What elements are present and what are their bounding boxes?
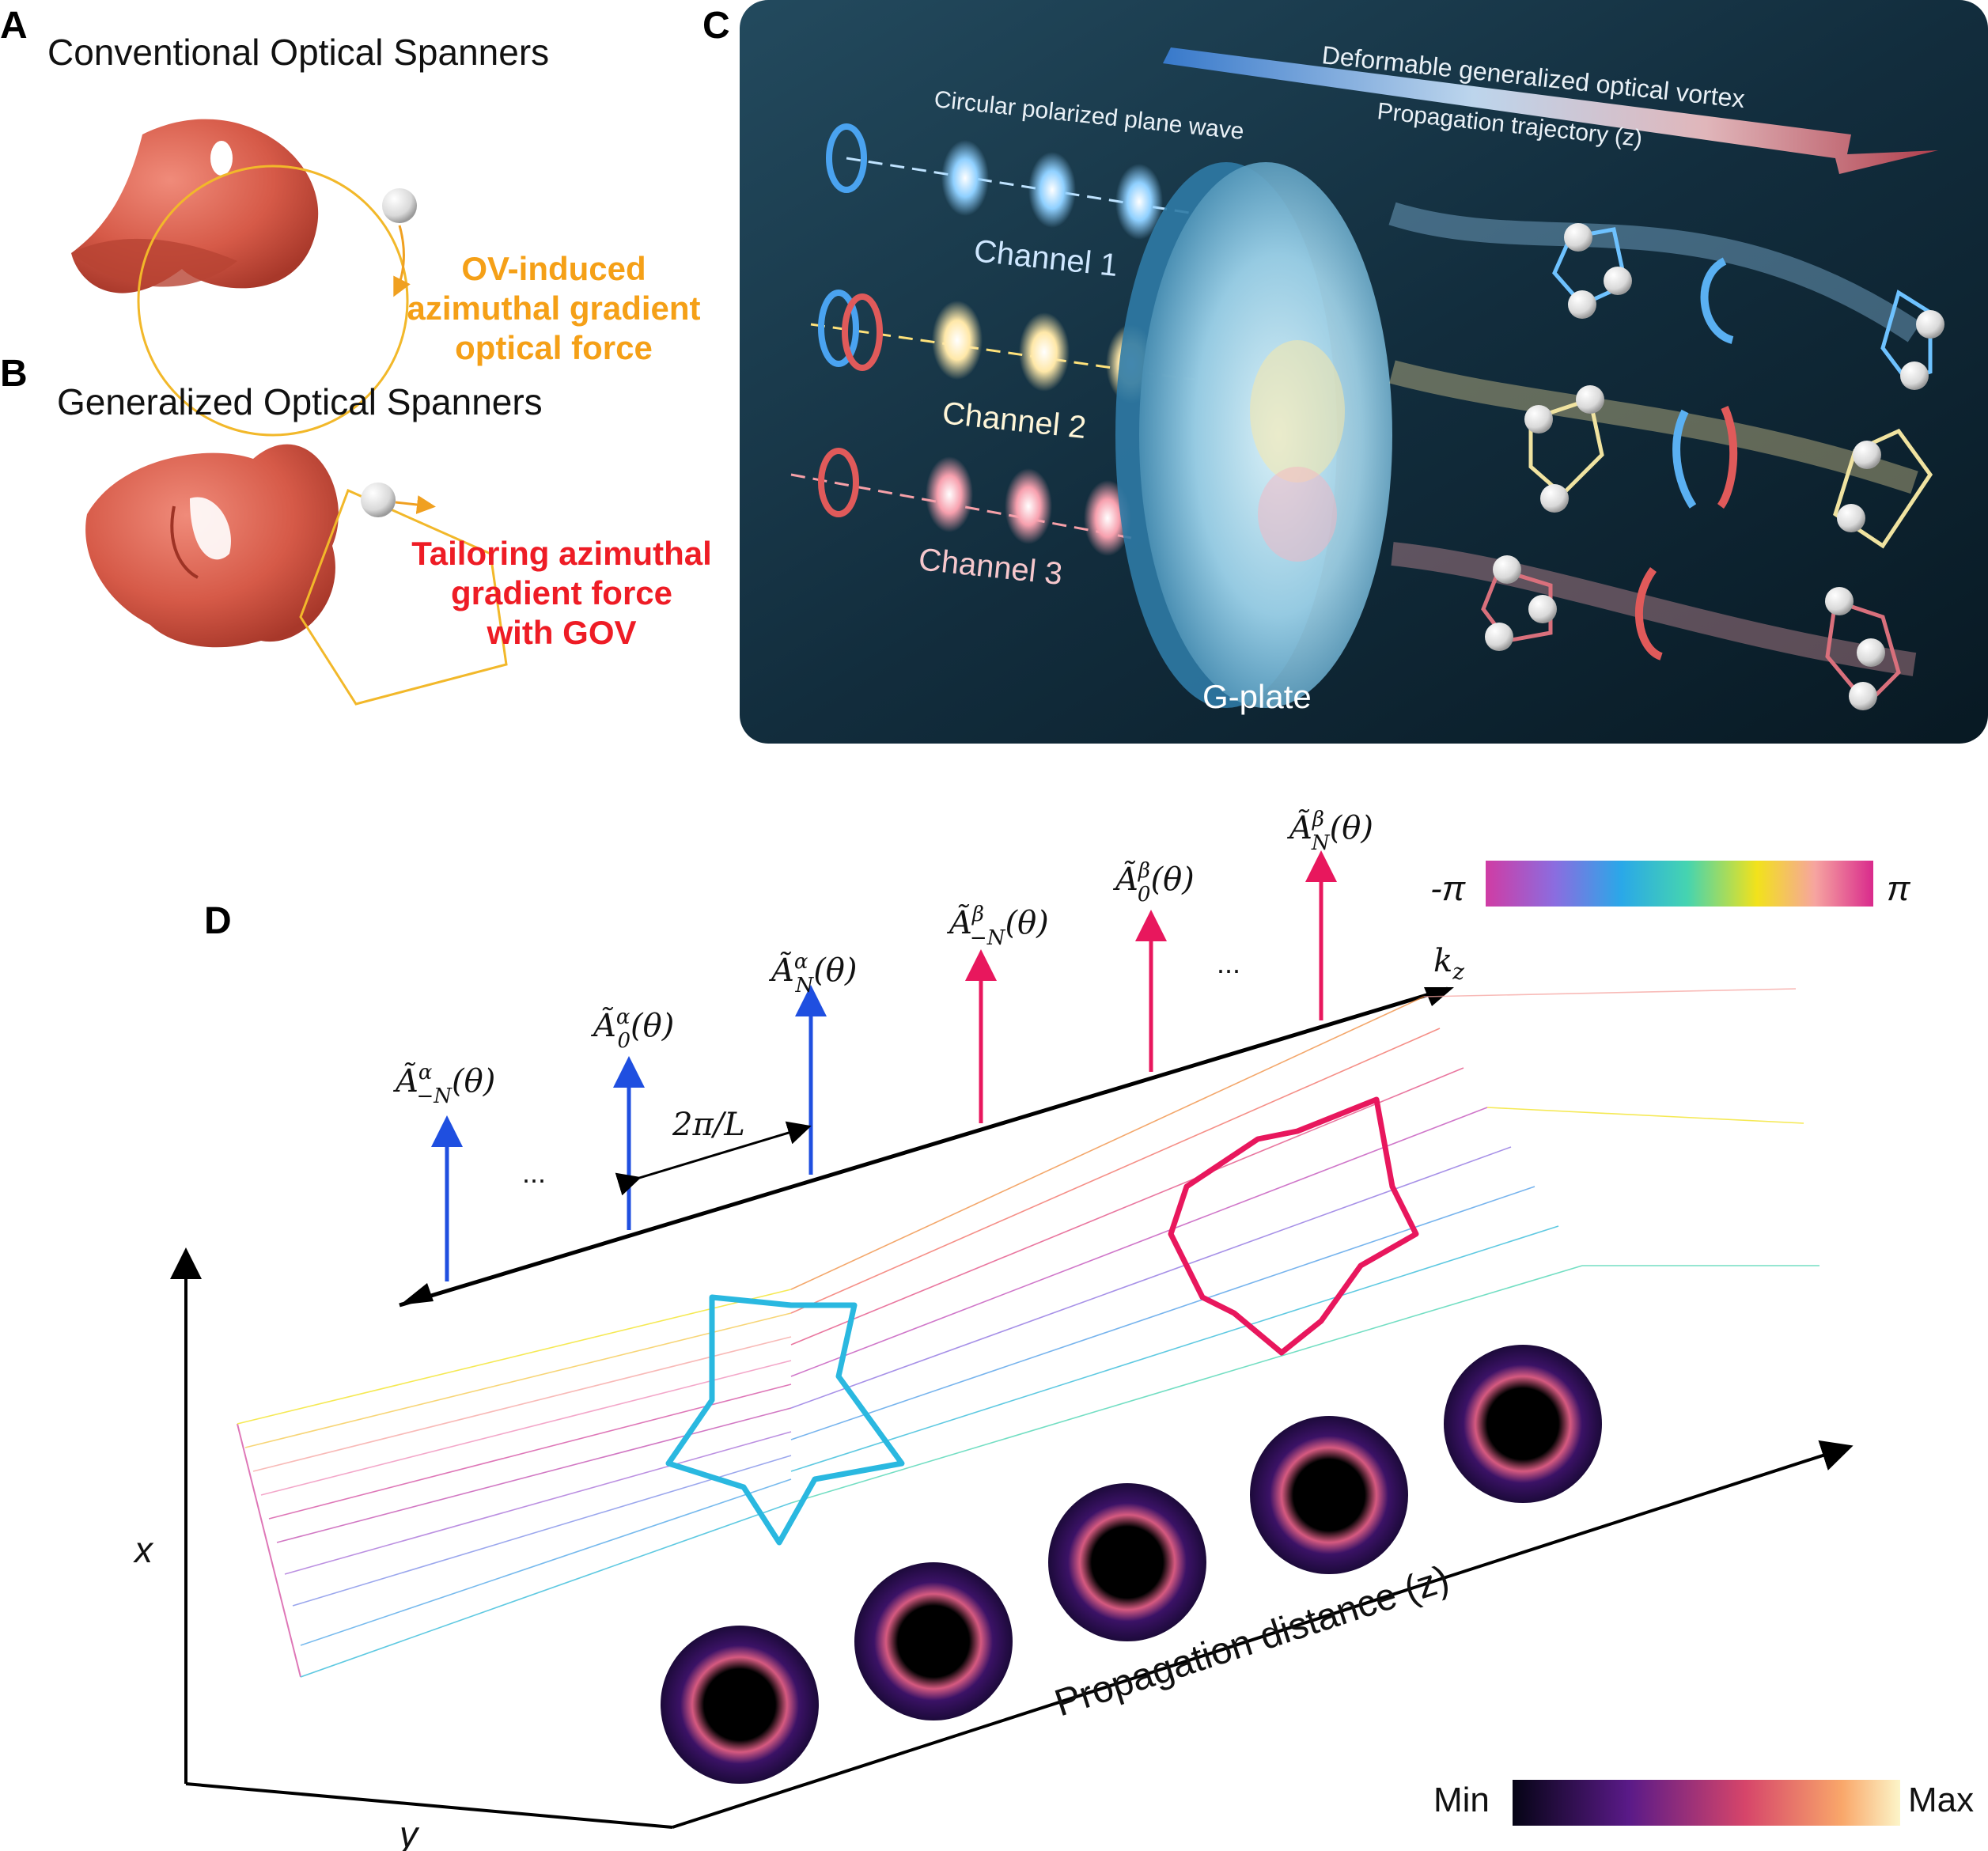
gov-orbit-path: [299, 488, 508, 706]
channel-1-beam: [826, 123, 1195, 240]
intensity-disk-5: [1444, 1345, 1602, 1503]
intensity-disk-3: [1048, 1483, 1206, 1641]
panel-b: B Generalized Optical Spanners Tailoring…: [0, 353, 712, 706]
panel-b-caption-line2: gradient force: [451, 574, 672, 611]
g-plate: [1115, 162, 1392, 708]
panel-a-title: Conventional Optical Spanners: [47, 32, 549, 73]
force-arrow: [395, 495, 436, 514]
panel-a: A Conventional Optical Spanners OV-induc…: [0, 5, 701, 437]
spectral-arrows: [431, 850, 1337, 1281]
spectral-label-1: Ãα−N(θ): [392, 1061, 495, 1108]
channel-3-beam: [790, 448, 1132, 556]
beam-surface: [237, 988, 1819, 1678]
particle-sphere: [361, 483, 396, 517]
intensity-profiles: [661, 1345, 1602, 1784]
panel-b-title: Generalized Optical Spanners: [57, 381, 543, 422]
panel-a-letter: A: [0, 5, 28, 47]
ov-orbit-ring: [137, 165, 409, 437]
panel-b-caption-line3: with GOV: [487, 614, 637, 651]
panel-a-caption-line3: optical force: [455, 329, 653, 366]
star-cross-section-cyan: [665, 1294, 905, 1546]
panel-c-letter: C: [702, 5, 730, 47]
propagation-arrow: [1163, 47, 1938, 174]
intensity-bar-max: Max: [1908, 1781, 1974, 1819]
spacing-label: 2π/L: [672, 1107, 745, 1143]
output-beam-3: [1391, 542, 1917, 710]
ellipsis-left: ...: [522, 1156, 546, 1189]
kz-label: kz: [1433, 943, 1464, 985]
output-beam-1: [1388, 202, 1944, 390]
panel-c: C Deformable generalized optical vortex …: [702, 0, 1988, 744]
spacing-arrow: [615, 1121, 812, 1196]
panel-b-caption-line1: Tailoring azimuthal: [411, 535, 712, 572]
panel-d-letter: D: [204, 900, 232, 942]
force-arrow: [393, 225, 411, 297]
particle-sphere: [382, 188, 417, 223]
spectral-label-4: Ãβ−N(θ): [946, 903, 1049, 950]
phase-bar-max: π: [1887, 869, 1911, 908]
kz-axis-line: [399, 986, 1448, 1308]
x-axis-label: x: [133, 1529, 154, 1570]
rotation-arrows: [1634, 257, 1738, 661]
panel-b-letter: B: [0, 353, 28, 395]
ellipsis-right: ...: [1217, 947, 1240, 979]
star-cross-section-pink: [1168, 1096, 1419, 1356]
g-plate-label: G-plate: [1202, 678, 1312, 715]
output-beam-2: [1389, 360, 1933, 549]
panel-a-caption-line1: OV-induced: [461, 250, 646, 287]
z-axis: [672, 1440, 1854, 1829]
intensity-bar-min: Min: [1433, 1781, 1490, 1819]
phase-bar-min: -π: [1430, 869, 1467, 908]
ov-torus-illustration: [71, 119, 319, 293]
phase-colorbar: [1486, 861, 1873, 907]
y-axis-label: y: [397, 1814, 420, 1851]
intensity-colorbar: [1513, 1780, 1900, 1826]
panel-a-caption-line2: azimuthal gradient: [407, 290, 700, 327]
intensity-disk-4: [1250, 1416, 1408, 1574]
gov-torus-illustration: [85, 444, 339, 648]
intensity-disk-2: [854, 1562, 1013, 1720]
intensity-disk-1: [661, 1626, 819, 1784]
y-axis: [185, 1782, 673, 1829]
